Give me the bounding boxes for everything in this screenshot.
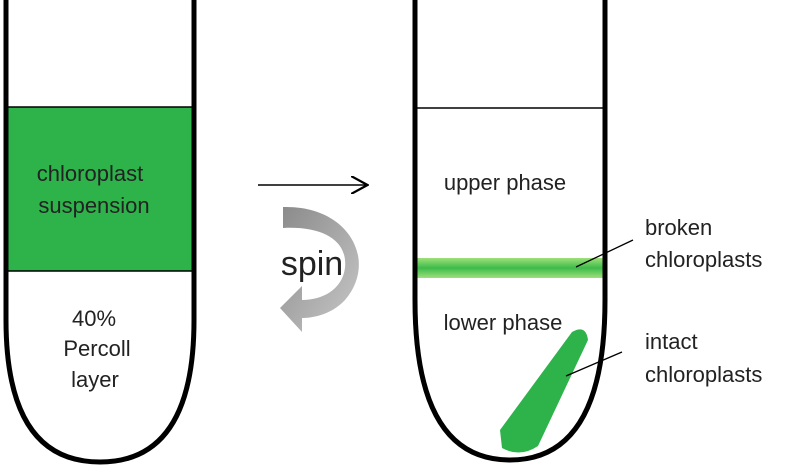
intact-leader-line <box>565 351 623 377</box>
before-tube: chloroplast suspension 40% Percoll layer <box>3 0 197 465</box>
suspension-label-line2: suspension <box>38 193 149 218</box>
percoll-label-line2: Percoll <box>63 336 130 361</box>
spin-label: spin <box>281 245 343 283</box>
upper-phase-label: upper phase <box>444 170 566 195</box>
broken-label-line2: chloroplasts <box>645 247 762 272</box>
suspension-label-line1: chloroplast <box>37 161 143 186</box>
after-tube: upper phase lower phase broken chloropla… <box>412 0 762 463</box>
percoll-label-line3: layer <box>71 367 119 392</box>
broken-chloroplast-band <box>415 258 605 278</box>
intact-label-line2: chloroplasts <box>645 362 762 387</box>
broken-label-line1: broken <box>645 215 712 240</box>
lower-phase-label: lower phase <box>444 310 563 335</box>
intact-chloroplast-pellet <box>500 329 588 453</box>
broken-leader-line <box>575 239 634 268</box>
tube-outline <box>412 0 608 463</box>
spin-step: spin <box>258 185 366 332</box>
chloroplast-suspension-layer <box>6 107 194 271</box>
rotation-arrow-icon <box>280 206 359 332</box>
tube-outline <box>3 0 197 465</box>
percoll-label-line1: 40% <box>72 306 116 331</box>
intact-label-line1: intact <box>645 329 698 354</box>
